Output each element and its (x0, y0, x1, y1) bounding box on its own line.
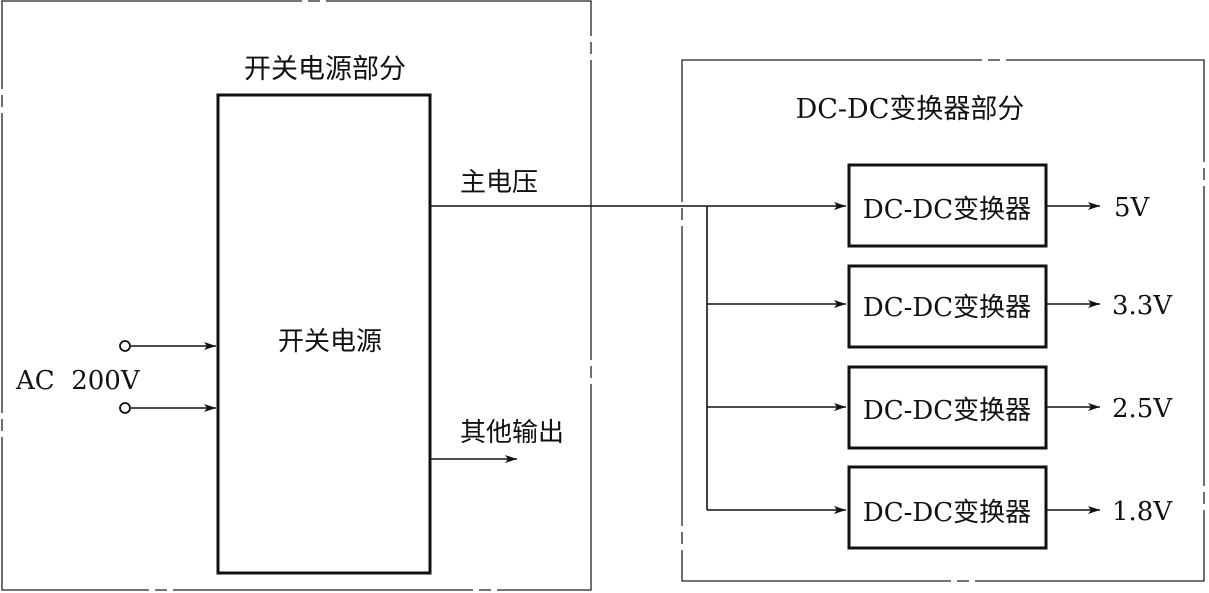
dcdc-section-frame (681, 59, 1205, 582)
dcdc-section-title: DC-DC变换器部分 (796, 94, 1025, 125)
ac-input-label: AC 200V (15, 366, 141, 396)
switching-supply-block-label: 开关电源 (278, 327, 382, 357)
converter-output-voltage: 5V (1114, 193, 1151, 223)
main-voltage-label: 主电压 (460, 168, 538, 198)
converter-block (847, 365, 1048, 450)
converter-block (847, 264, 1048, 349)
other-outputs-label: 其他输出 (460, 418, 564, 448)
converter-4: DC-DC变换器 1.8V (707, 465, 1173, 550)
converter-block (847, 163, 1048, 248)
converter-label: DC-DC变换器 (863, 293, 1031, 323)
ac-input-terminal-2 (119, 402, 131, 414)
converter-block (847, 465, 1048, 550)
converter-output-voltage: 1.8V (1112, 497, 1173, 527)
converter-1: DC-DC变换器 5V (847, 163, 1151, 248)
switching-supply-block (216, 93, 432, 575)
converter-label: DC-DC变换器 (863, 498, 1031, 528)
switching-supply-section-frame (1, 0, 592, 591)
switching-supply-section-title: 开关电源部分 (244, 54, 406, 85)
ac-input-terminal-1 (119, 340, 131, 352)
converter-label: DC-DC变换器 (863, 396, 1031, 426)
converter-output-voltage: 3.3V (1112, 291, 1173, 321)
converter-output-voltage: 2.5V (1112, 394, 1173, 424)
converter-label: DC-DC变换器 (863, 195, 1031, 225)
converter-2: DC-DC变换器 3.3V (707, 264, 1173, 349)
converter-3: DC-DC变换器 2.5V (707, 365, 1173, 450)
